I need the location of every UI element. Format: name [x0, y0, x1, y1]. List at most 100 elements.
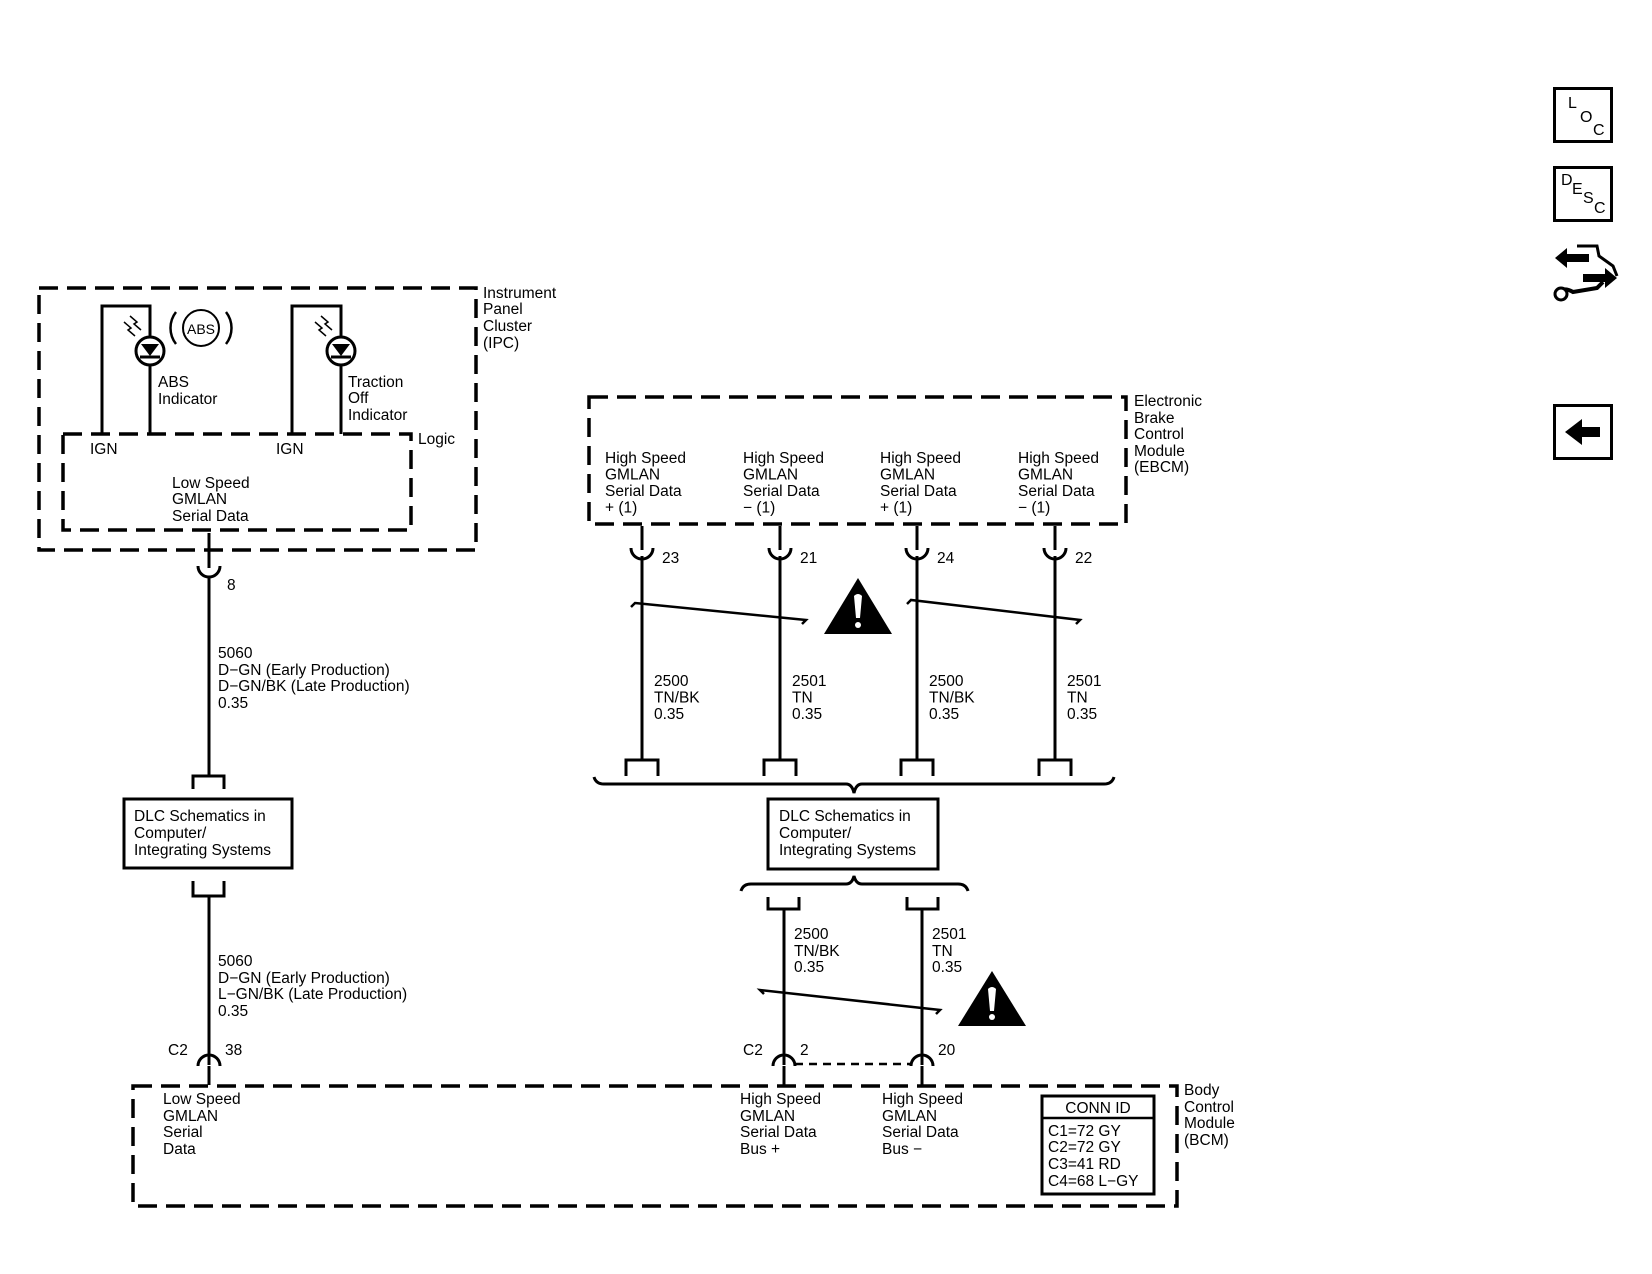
- bcm-wire-plus-label: 2500 TN/BK 0.35: [794, 926, 840, 976]
- dlc-left-label: Computer/: [134, 825, 207, 842]
- bcm-pin-38-connector: [196, 1053, 222, 1085]
- dlc-box-right[interactable]: [766, 797, 940, 871]
- abs-icon: ABS: [169, 309, 233, 347]
- abs-label: ABS: [158, 374, 189, 391]
- ebcm-terminal-label: High Speed: [1018, 450, 1099, 467]
- ebcm-wire-label: 2500: [929, 673, 964, 690]
- left-dlc-lower-connector: [191, 881, 226, 898]
- svg-text:0.35: 0.35: [932, 959, 962, 976]
- ebcm-wire-label: TN/BK: [929, 690, 975, 707]
- bcm-left-connector-id: C2: [168, 1042, 188, 1059]
- conn-id-row: C4=68 L−GY: [1048, 1173, 1138, 1190]
- abs-indicator-circuit: [100, 304, 166, 434]
- left-wire-upper-label: 5060 D−GN (Early Production) D−GN/BK (La…: [218, 645, 410, 712]
- svg-text:Control: Control: [1134, 426, 1184, 443]
- ebcm-wire-splice-connector: [1037, 758, 1073, 776]
- ebcm-terminal-label: GMLAN: [880, 467, 935, 484]
- svg-text:ABS: ABS: [187, 321, 215, 337]
- ebcm-wire-label: 0.35: [792, 706, 822, 723]
- svg-text:Instrument: Instrument: [483, 285, 557, 302]
- bcm-bus-plus-label: High Speed GMLAN Serial Data Bus +: [740, 1091, 821, 1158]
- warning-icon: [824, 578, 892, 634]
- svg-text:High Speed: High Speed: [740, 1091, 821, 1108]
- ebcm-terminal-label: High Speed: [743, 450, 824, 467]
- svg-text:L−GN/BK (Late Production): L−GN/BK (Late Production): [218, 986, 407, 1003]
- left-dlc-upper-connector: [191, 774, 226, 789]
- ipc-title: Instrument Panel Cluster (IPC): [483, 285, 557, 352]
- ebcm-terminal-label: GMLAN: [1018, 467, 1073, 484]
- ipc-logic-box: [61, 432, 413, 532]
- dlc-left-label: Integrating Systems: [134, 842, 271, 859]
- svg-text:Data: Data: [163, 1141, 196, 1158]
- twisted-pair-symbol: [630, 601, 809, 625]
- svg-text:GMLAN: GMLAN: [882, 1108, 937, 1125]
- loc-button[interactable]: L O C: [1553, 87, 1613, 143]
- bcm-wire-connector-plus: [766, 897, 801, 911]
- ebcm-wire-splice-connector: [762, 758, 798, 776]
- back-button[interactable]: arrow-left-icon: [1553, 404, 1613, 460]
- desc-letter: D: [1561, 172, 1573, 189]
- svg-text:Low Speed: Low Speed: [163, 1091, 241, 1108]
- svg-text:Panel: Panel: [483, 301, 523, 318]
- svg-text:2501: 2501: [932, 926, 966, 943]
- ipc-pin-8-connector: [196, 533, 222, 579]
- ign-label-left: IGN: [90, 441, 118, 458]
- svg-text:(EBCM): (EBCM): [1134, 459, 1189, 476]
- ipc-box: [37, 286, 478, 552]
- ipc-pin-number: 8: [227, 577, 236, 594]
- svg-text:D−GN/BK (Late Production): D−GN/BK (Late Production): [218, 678, 410, 695]
- loc-letter: O: [1580, 109, 1593, 126]
- twisted-pair-symbol: [906, 598, 1083, 625]
- conn-id-row: C1=72 GY: [1048, 1123, 1121, 1140]
- ipc-lan-label: Serial Data: [172, 508, 249, 525]
- dlc-left-label: DLC Schematics in: [134, 808, 266, 825]
- desc-letter: E: [1572, 181, 1583, 198]
- ebcm-pin-number: 21: [800, 550, 817, 567]
- bcm-wire-minus-label: 2501 TN 0.35: [932, 926, 966, 976]
- ebcm-wire-label: TN: [1067, 690, 1088, 707]
- svg-text:Bus +: Bus +: [740, 1141, 780, 1158]
- svg-text:Cluster: Cluster: [483, 318, 532, 335]
- svg-text:(BCM): (BCM): [1184, 1132, 1229, 1149]
- svg-text:Body: Body: [1184, 1082, 1220, 1099]
- loc-letter: L: [1568, 95, 1577, 112]
- dlc-right-label: DLC Schematics in: [779, 808, 911, 825]
- conn-id-header: CONN ID: [1065, 1100, 1130, 1117]
- ebcm-terminal-label: GMLAN: [605, 467, 660, 484]
- ebcm-wire-label: 2500: [654, 673, 689, 690]
- connector-repair-button[interactable]: connector-repair-icon: [1553, 242, 1619, 308]
- bcm-left-pin: 38: [225, 1042, 242, 1059]
- conn-id-row: C2=72 GY: [1048, 1139, 1121, 1156]
- traction-label: Indicator: [348, 407, 407, 424]
- bcm-pin-plus: 2: [800, 1042, 809, 1059]
- ebcm-terminal-label: − (1): [1018, 500, 1050, 517]
- svg-text:(IPC): (IPC): [483, 335, 519, 352]
- svg-text:Bus −: Bus −: [882, 1141, 922, 1158]
- svg-text:Brake: Brake: [1134, 410, 1175, 427]
- svg-text:Control: Control: [1184, 1099, 1234, 1116]
- dlc-box-left[interactable]: [122, 797, 294, 870]
- svg-text:5060: 5060: [218, 953, 253, 970]
- ebcm-splice-bracket: [592, 776, 1116, 794]
- desc-letter: C: [1594, 200, 1606, 217]
- svg-text:0.35: 0.35: [794, 959, 824, 976]
- svg-text:Module: Module: [1184, 1115, 1235, 1132]
- desc-button[interactable]: D E S C: [1553, 166, 1613, 222]
- conn-id-table: CONN ID C1=72 GY C2=72 GY C3=41 RD C4=68…: [1040, 1094, 1156, 1196]
- svg-text:GMLAN: GMLAN: [740, 1108, 795, 1125]
- ebcm-terminal-label: − (1): [743, 500, 775, 517]
- ebcm-terminal-label: + (1): [880, 500, 912, 517]
- bcm-pin-2-connector: [771, 1053, 797, 1085]
- svg-text:5060: 5060: [218, 645, 253, 662]
- ebcm-wire-splice-connector: [624, 758, 660, 776]
- traction-indicator-circuit: [290, 304, 357, 434]
- ebcm-title: Electronic Brake Control Module (EBCM): [1134, 393, 1202, 476]
- svg-text:High Speed: High Speed: [882, 1091, 963, 1108]
- bcm-bus-minus-label: High Speed GMLAN Serial Data Bus −: [882, 1091, 963, 1158]
- ign-label-right: IGN: [276, 441, 304, 458]
- bcm-right-connector-id: C2: [743, 1042, 763, 1059]
- svg-text:TN/BK: TN/BK: [794, 943, 840, 960]
- traction-label: Off: [348, 390, 369, 407]
